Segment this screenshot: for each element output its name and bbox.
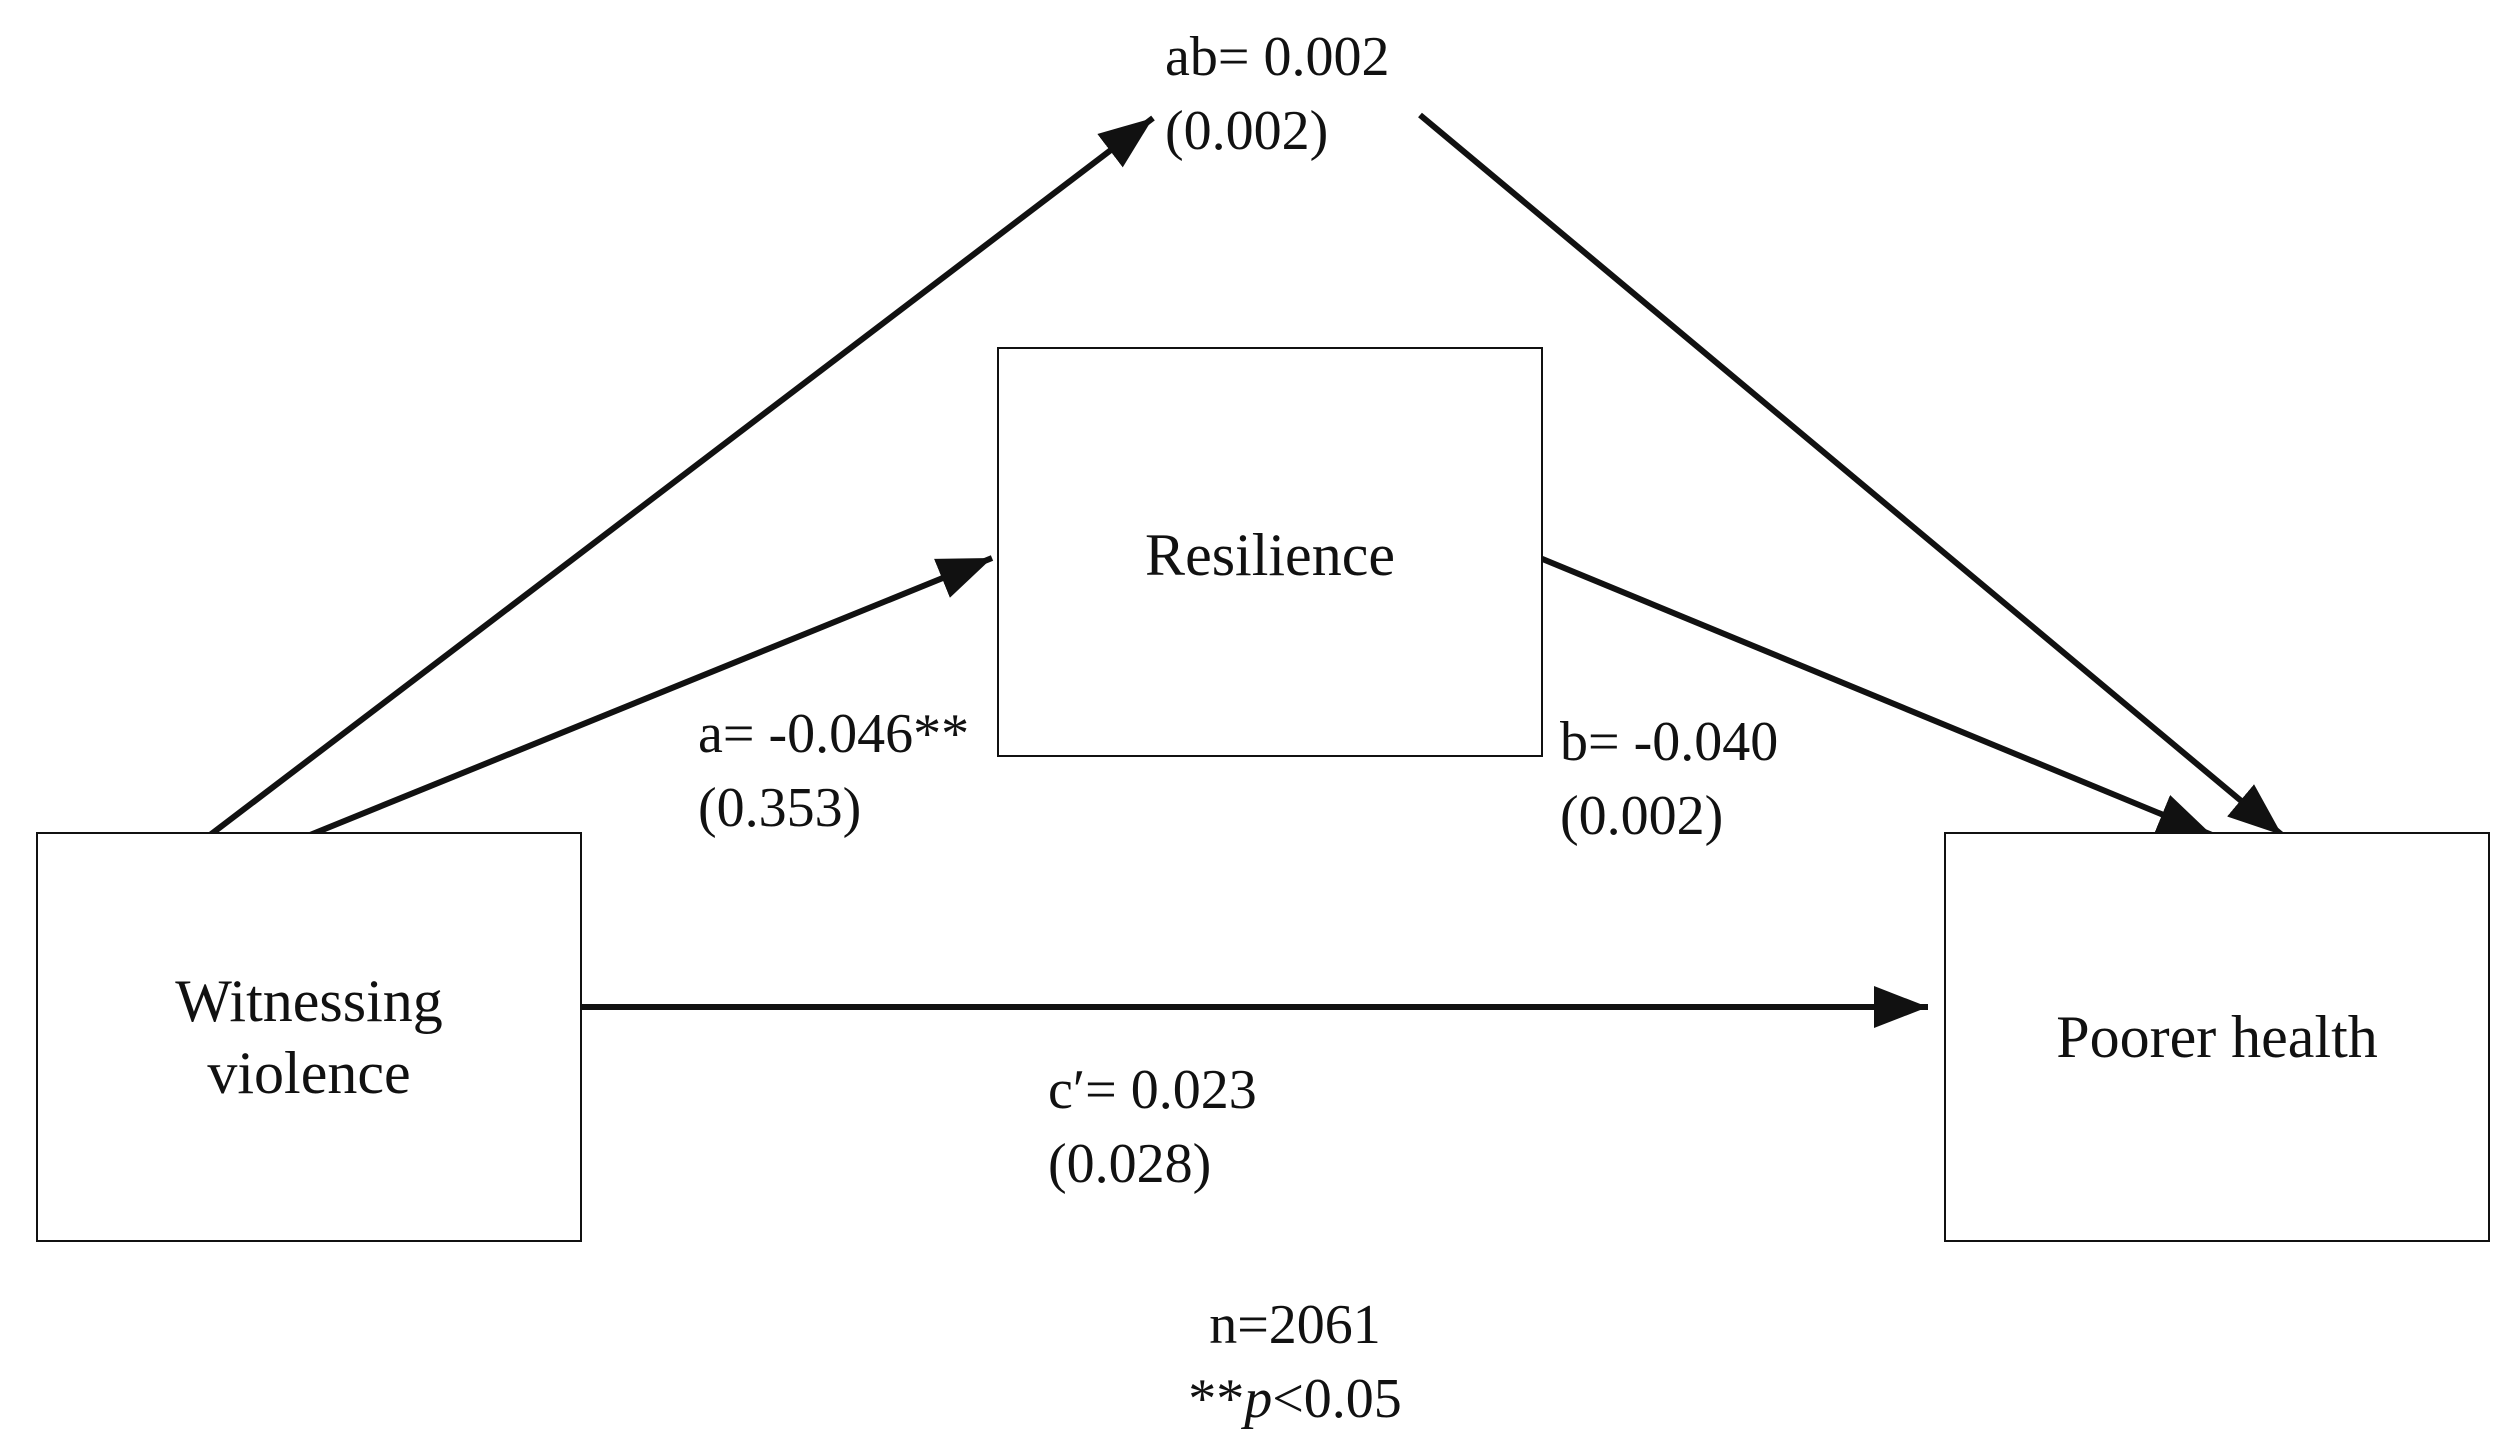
path-c-prime-se: (0.028) [1048, 1133, 1212, 1195]
path-a-label: a= -0.046** (0.353) [698, 697, 969, 845]
path-ab-se: (0.002) [1165, 100, 1329, 162]
path-c-prime-label: c′= 0.023 (0.028) [1048, 1053, 1257, 1201]
significance-prefix: ** [1188, 1368, 1245, 1430]
path-a-se: (0.353) [698, 777, 862, 839]
path-ab-arrow-down [1418, 112, 2284, 838]
path-c-prime-coef: c′= 0.023 [1048, 1059, 1257, 1121]
sample-size: n=2061 [1209, 1294, 1381, 1356]
path-b-coef: b= -0.040 [1560, 711, 1779, 773]
significance-threshold: <0.05 [1272, 1368, 1402, 1430]
path-b-label: b= -0.040 (0.002) [1560, 705, 1778, 853]
path-ab-arrow-up [208, 115, 1155, 838]
path-a-coef: a= -0.046** [698, 703, 970, 765]
path-b-arrow [1538, 555, 2214, 838]
node-resilience-label: Resilience [1145, 522, 1395, 588]
path-b-se: (0.002) [1560, 785, 1724, 847]
node-resilience: Resilience [997, 347, 1543, 757]
node-poorer-health-label: Poorer health [2056, 1004, 2378, 1070]
significance-note: **p<0.05 [1095, 1362, 1495, 1436]
node-poorer-health: Poorer health [1944, 832, 2490, 1242]
path-a-arrow [308, 555, 994, 838]
node-witnessing-violence: Witnessing violence [36, 832, 582, 1242]
node-witnessing-violence-label: Witnessing violence [175, 968, 443, 1106]
significance-p: p [1244, 1368, 1273, 1430]
path-ab-coef: ab= 0.002 [1165, 26, 1390, 88]
path-ab-label: ab= 0.002 (0.002) [1165, 20, 1389, 168]
footnote: n=2061 **p<0.05 [1095, 1288, 1495, 1436]
